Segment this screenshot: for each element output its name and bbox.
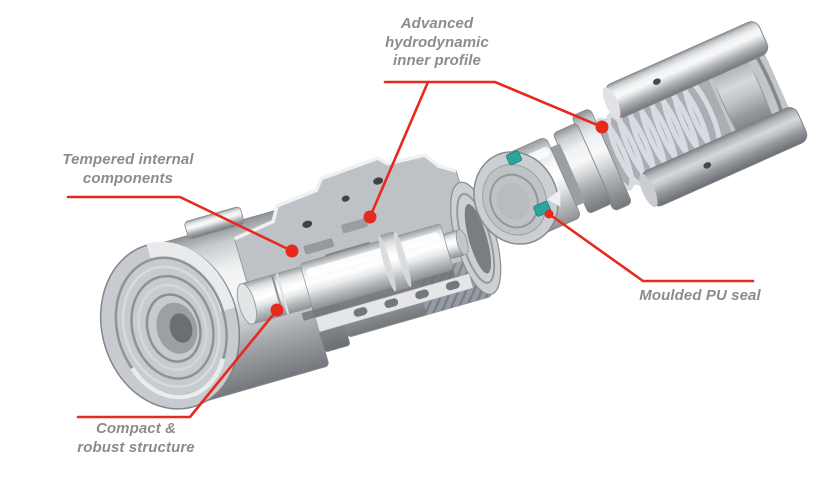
seal-groove bbox=[548, 143, 586, 207]
annotation-dots bbox=[270, 120, 609, 317]
label-advanced-hydrodynamic-inner-profile: Advanced hydrodynamic inner profile bbox=[352, 15, 522, 71]
leader-tempered bbox=[66, 195, 294, 253]
label-line: inner profile bbox=[393, 52, 481, 69]
callout-dot-advanced-left bbox=[363, 210, 377, 224]
valve-spool bbox=[236, 223, 469, 325]
male-coupler-half bbox=[473, 21, 808, 245]
label-line: components bbox=[82, 169, 174, 187]
seal-pocket-cut bbox=[547, 189, 561, 207]
female-coupler-half bbox=[99, 153, 502, 410]
internal-threads bbox=[114, 256, 228, 397]
bore-shadow bbox=[301, 269, 456, 321]
label-compact-robust-structure: Compact & robust structure bbox=[46, 420, 226, 457]
label-line: hydrodynamic bbox=[385, 33, 489, 51]
label-line: robust structure bbox=[77, 438, 195, 456]
leader-moulded bbox=[547, 212, 755, 283]
leader-advanced-left bbox=[368, 80, 430, 219]
nipple-face-disc bbox=[473, 151, 559, 245]
leader-advanced-right bbox=[383, 80, 604, 129]
lower-cut-face bbox=[314, 273, 474, 333]
label-line: Compact & bbox=[95, 420, 177, 437]
callout-dot-tempered bbox=[285, 244, 299, 258]
label-line: Advanced bbox=[400, 15, 474, 32]
label-line: Tempered internal bbox=[62, 151, 194, 168]
bore-highlight bbox=[130, 358, 226, 400]
callout-dot-compact bbox=[270, 303, 284, 317]
annotation-leaders bbox=[66, 80, 755, 419]
label-line: Moulded PU seal bbox=[639, 287, 761, 304]
section-cut-band bbox=[146, 241, 235, 312]
label-moulded-pu-seal: Moulded PU seal bbox=[610, 287, 790, 306]
pu-seal-top bbox=[506, 150, 522, 166]
callout-dot-moulded bbox=[544, 209, 554, 219]
female-thread-opening bbox=[99, 241, 241, 410]
leader-compact bbox=[76, 308, 279, 419]
callout-dot-advanced-right bbox=[595, 120, 609, 134]
body-ear bbox=[184, 206, 245, 239]
label-tempered-internal-components: Tempered internal components bbox=[38, 151, 218, 188]
